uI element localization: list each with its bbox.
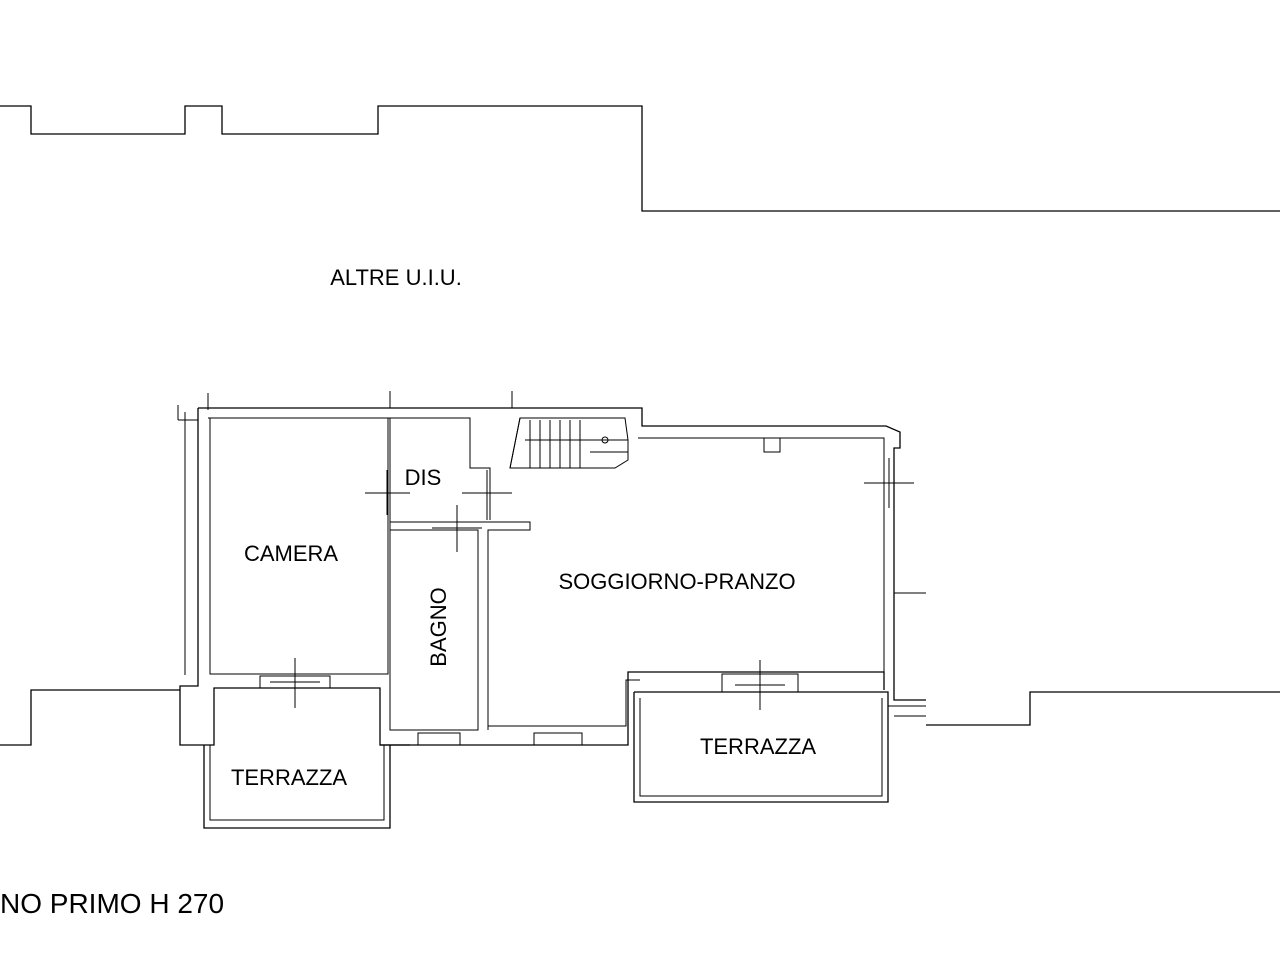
wall-stubs-right [888,592,926,717]
label-bagno: BAGNO [426,587,451,666]
label-camera: CAMERA [244,541,338,566]
label-soggiorno-pranzo: SOGGIORNO-PRANZO [558,569,795,594]
door-marks [270,458,914,710]
terrace-left-outline [203,745,391,829]
label-dis: DIS [405,465,442,490]
label-terrazza-left: TERRAZZA [231,765,347,790]
living-bottom-inner [488,679,640,727]
apartment-outer-wall [198,407,926,701]
terrace-right-outline [633,691,889,803]
dis-bagno-walls [389,418,531,731]
bedroom-outer-left [179,408,410,746]
neighbour-outline-bottom-right [926,691,1280,726]
label-terrazza-right: TERRAZZA [700,734,816,759]
wall-stubs-top [177,391,513,675]
staircase [509,417,629,469]
floor-caption: NO PRIMO H 270 [0,888,224,919]
room-camera [209,417,389,675]
label-other-units: ALTRE U.I.U. [330,265,462,290]
neighbour-outline-top [0,105,1280,212]
wall-niche [763,437,781,453]
terrace-right-inner [639,698,883,797]
terrace-left-inner [209,745,385,821]
neighbour-outline-bottom-left [0,689,180,746]
